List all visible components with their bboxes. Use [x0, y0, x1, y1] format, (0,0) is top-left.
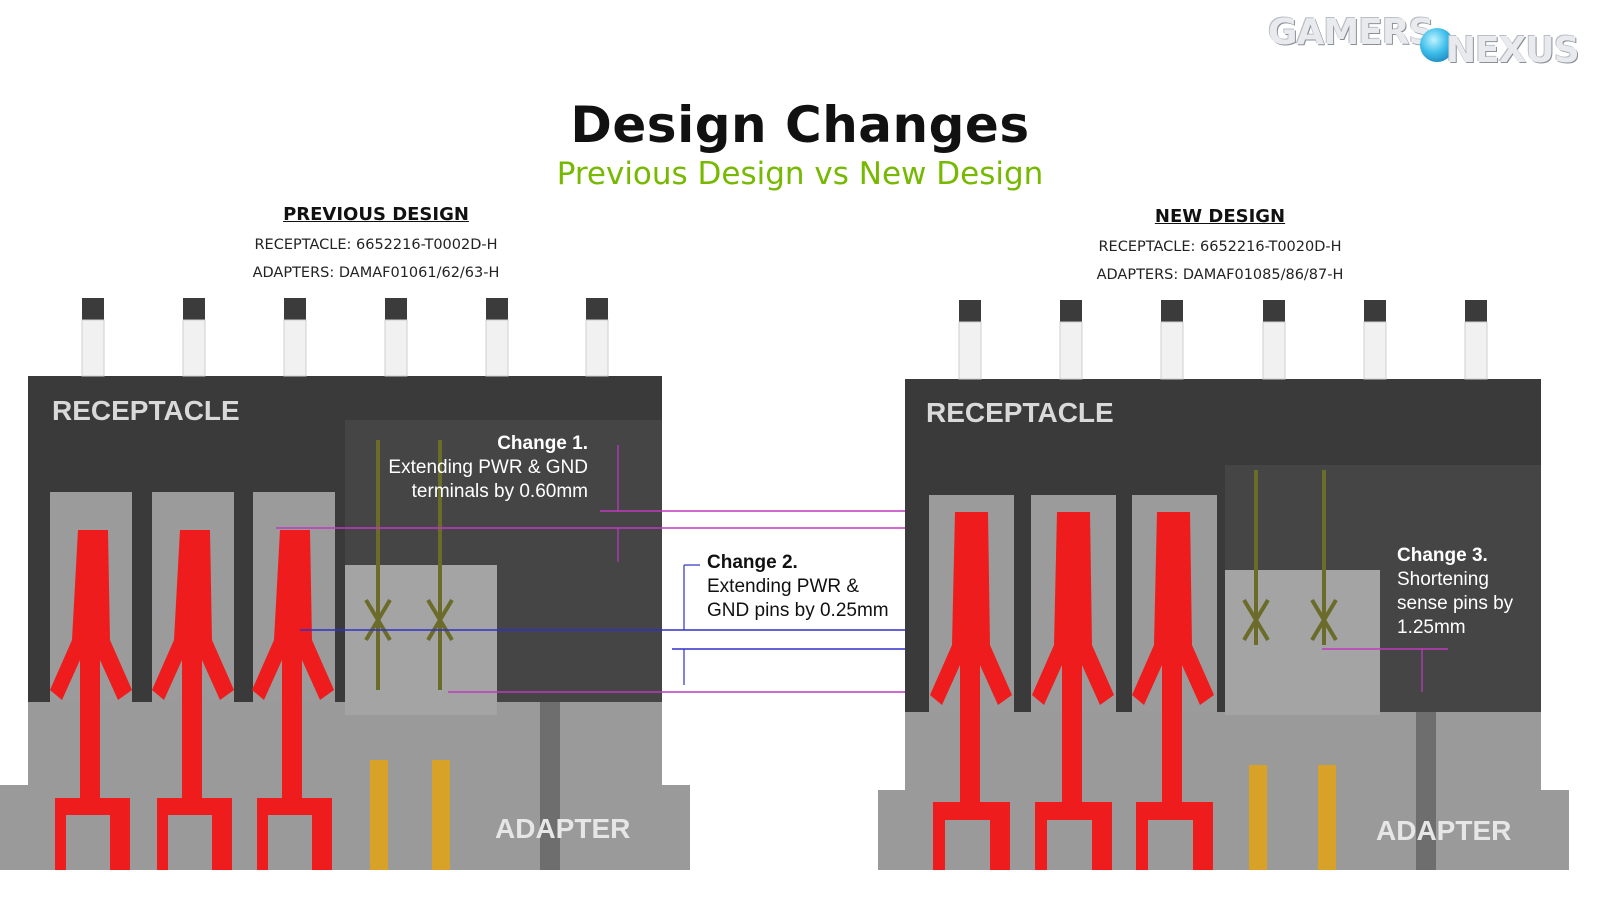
change-1-line2: terminals by 0.60mm — [411, 481, 588, 502]
change-3-line3: 1.25mm — [1397, 617, 1466, 638]
change-3-line2: sense pins by — [1397, 593, 1514, 614]
gamers-nexus-logo: GAMERS NEXUS — [1268, 12, 1588, 72]
new-design-drawing — [878, 300, 1569, 870]
new-receptacle-part: RECEPTACLE: 6652216-T0020D-H — [1098, 239, 1342, 255]
previous-design-heading: PREVIOUS DESIGN — [283, 204, 469, 225]
previous-design-drawing — [0, 298, 1448, 870]
change-3-callout: Change 3. Shortening sense pins by 1.25m… — [1397, 544, 1537, 640]
change-2-line1: Extending PWR & — [707, 576, 860, 597]
new-design-heading: NEW DESIGN — [1154, 206, 1286, 227]
page-subtitle: Previous Design vs New Design — [556, 156, 1044, 192]
change-2-title: Change 2. — [707, 552, 798, 573]
change-2-callout: Change 2. Extending PWR & GND pins by 0.… — [707, 551, 907, 623]
change-1-title: Change 1. — [497, 433, 588, 454]
change-2-line2: GND pins by 0.25mm — [707, 600, 889, 621]
previous-adapters-part: ADAPTERS: DAMAF01061/62/63-H — [252, 265, 500, 281]
change-1-line1: Extending PWR & GND — [388, 457, 588, 478]
change-3-line1: Shortening — [1397, 569, 1489, 590]
new-receptacle-label: RECEPTACLE — [926, 397, 1114, 428]
logo-gem-icon — [1420, 28, 1454, 62]
previous-adapter-label: ADAPTER — [495, 813, 631, 844]
change-3-title: Change 3. — [1397, 545, 1488, 566]
new-adapters-part: ADAPTERS: DAMAF01085/86/87-H — [1096, 267, 1344, 283]
change-1-callout: Change 1. Extending PWR & GND terminals … — [360, 432, 588, 504]
new-adapter-label: ADAPTER — [1376, 815, 1512, 846]
previous-receptacle-part: RECEPTACLE: 6652216-T0002D-H — [254, 237, 498, 253]
page-title: Design Changes — [570, 96, 1030, 154]
previous-receptacle-label: RECEPTACLE — [52, 395, 240, 426]
logo-word-nexus: NEXUS — [1446, 30, 1580, 71]
logo-word-gamers: GAMERS — [1268, 12, 1434, 53]
